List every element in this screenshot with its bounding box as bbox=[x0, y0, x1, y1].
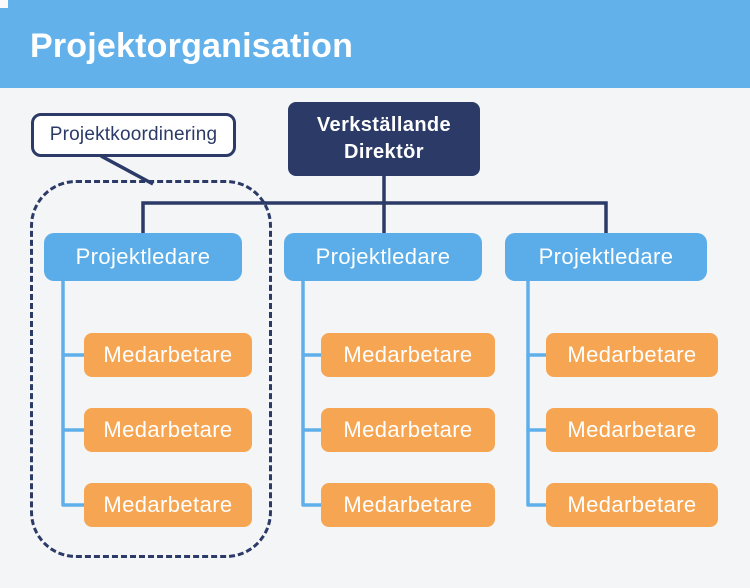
connector-col1-trunk bbox=[61, 279, 86, 507]
member-box-col2-row1: Medarbetare bbox=[321, 333, 495, 377]
root-label: Verkställande Direktör bbox=[316, 114, 452, 163]
member-label: Medarbetare bbox=[567, 342, 697, 367]
connector-col2-trunk bbox=[301, 279, 323, 507]
leader-box-1: Projektledare bbox=[44, 233, 242, 281]
page-title: Projektorganisation bbox=[30, 27, 354, 65]
member-label: Medarbetare bbox=[103, 492, 233, 517]
member-box-col3-row2: Medarbetare bbox=[546, 408, 718, 452]
leader-label: Projektledare bbox=[75, 244, 211, 269]
member-box-col3-row3: Medarbetare bbox=[546, 483, 718, 527]
leader-label: Projektledare bbox=[315, 244, 451, 269]
leader-box-2: Projektledare bbox=[284, 233, 482, 281]
member-label: Medarbetare bbox=[343, 492, 473, 517]
member-box-col1-row2: Medarbetare bbox=[84, 408, 252, 452]
annotation-box-projektkoordinering: Projektkoordinering bbox=[31, 113, 236, 157]
connector-annotation-diagonal bbox=[100, 154, 154, 186]
connector-leaders-bus bbox=[141, 201, 608, 233]
member-label: Medarbetare bbox=[103, 342, 233, 367]
leader-box-3: Projektledare bbox=[505, 233, 707, 281]
root-box-verkstallande-direktor: Verkställande Direktör bbox=[288, 102, 480, 176]
member-label: Medarbetare bbox=[567, 417, 697, 442]
member-box-col2-row2: Medarbetare bbox=[321, 408, 495, 452]
member-label: Medarbetare bbox=[343, 417, 473, 442]
member-label: Medarbetare bbox=[567, 492, 697, 517]
member-label: Medarbetare bbox=[343, 342, 473, 367]
header-corner-notch bbox=[0, 0, 8, 8]
member-box-col1-row3: Medarbetare bbox=[84, 483, 252, 527]
member-label: Medarbetare bbox=[103, 417, 233, 442]
connector-col3-trunk bbox=[526, 279, 548, 507]
header-banner: Projektorganisation bbox=[0, 0, 750, 88]
annotation-label: Projektkoordinering bbox=[49, 124, 218, 145]
member-box-col3-row1: Medarbetare bbox=[546, 333, 718, 377]
member-box-col2-row3: Medarbetare bbox=[321, 483, 495, 527]
leader-label: Projektledare bbox=[538, 244, 674, 269]
member-box-col1-row1: Medarbetare bbox=[84, 333, 252, 377]
